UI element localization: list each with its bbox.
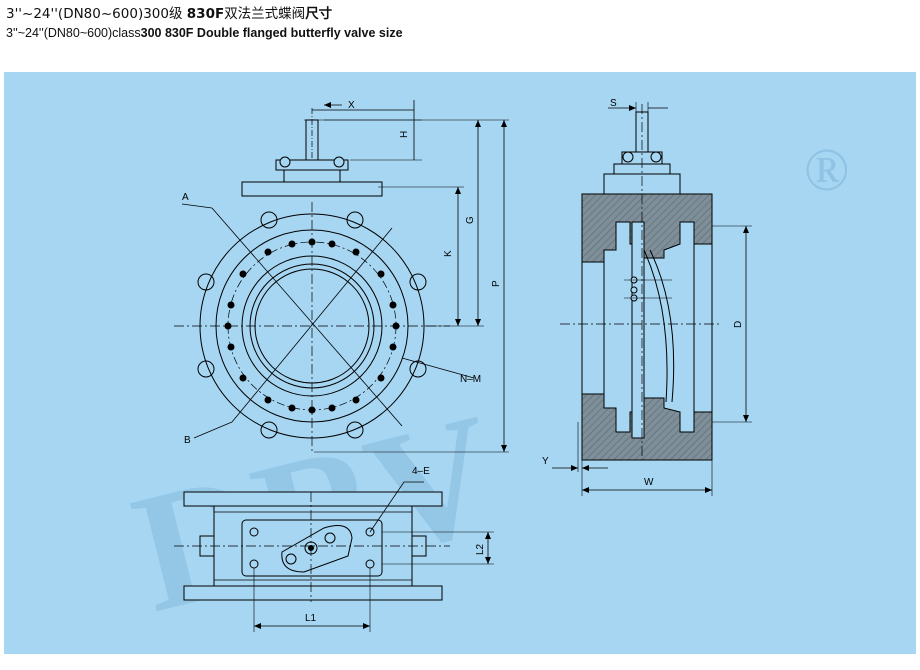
front-view: [174, 100, 509, 453]
side-view: [552, 102, 752, 496]
drawing-panel: DRV ®: [4, 72, 916, 654]
top-view: [174, 481, 494, 632]
title-english: 3''~24''(DN80~600)class300 830F Double f…: [6, 26, 403, 40]
label-y: Y: [542, 456, 549, 467]
title-chinese: 3''~24''(DN80~600)300级 830F双法兰式蝶阀尺寸: [6, 6, 333, 22]
label-4e: 4–E: [412, 466, 430, 477]
label-b: B: [184, 435, 191, 446]
label-d: D: [733, 321, 744, 328]
label-g: G: [465, 216, 476, 224]
watermark-registered-icon: ®: [804, 137, 850, 203]
label-l1: L1: [305, 613, 317, 624]
label-nm: N–M: [460, 374, 481, 385]
label-k: K: [443, 250, 454, 257]
label-a: A: [182, 192, 189, 203]
technical-drawing: DRV ®: [117, 98, 850, 648]
label-h: H: [399, 131, 410, 138]
label-s: S: [610, 98, 617, 109]
label-w: W: [644, 477, 654, 488]
label-x: X: [348, 100, 355, 111]
title-block: 3''~24''(DN80~600)300级 830F双法兰式蝶阀尺寸 3''~…: [6, 4, 403, 42]
label-l2: L2: [475, 543, 486, 555]
label-p: P: [491, 280, 502, 287]
